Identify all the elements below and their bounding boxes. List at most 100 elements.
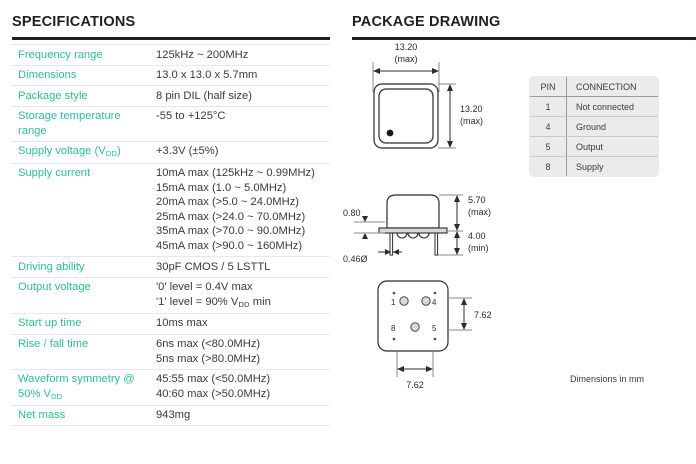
- spec-row-value: 30pF CMOS / 5 LSTTL: [150, 256, 330, 278]
- top-view-width-qualifier: (max): [395, 54, 418, 64]
- pin-table-row: 8 Supply: [530, 156, 658, 176]
- spec-value-line: 40:60 max (>50.0MHz): [156, 387, 271, 400]
- side-view-seat-height: 0.80: [343, 208, 361, 218]
- side-view-lead-diameter: 0.46Ø: [343, 254, 368, 264]
- package-drawing-svg: 13.20 (max) 13.20 (max): [343, 42, 492, 390]
- spec-row-label: Supply voltage (VDD): [12, 140, 150, 164]
- specifications-rule: [12, 37, 330, 40]
- spec-row-label: Net mass: [12, 404, 150, 427]
- bottom-view-horizontal-pitch: 7.62: [406, 380, 424, 390]
- bottom-view-vertical-pitch: 7.62: [474, 310, 492, 320]
- pin1-marker-dot: [386, 129, 394, 137]
- spec-value-line: 5ns max (>80.0MHz): [156, 352, 261, 365]
- spec-value-line: 10mA max (125kHz ~ 0.99MHz): [156, 167, 315, 180]
- spec-row-label: Driving ability: [12, 256, 150, 278]
- spec-row-value: +3.3V (±5%): [150, 140, 330, 164]
- pin-table-cell-connection: Output: [566, 136, 658, 157]
- bottom-view-pin-4: 4: [432, 298, 437, 307]
- spec-row: Driving ability 30pF CMOS / 5 LSTTL: [12, 256, 330, 278]
- spec-value-line: '1' level = 90% VDD min: [156, 295, 271, 309]
- spec-row-label: Storage temperature range: [12, 105, 150, 142]
- spec-row-label: Rise / fall time: [12, 333, 150, 370]
- pin-table-cell-pin: 4: [530, 116, 567, 137]
- spec-row: Net mass 943mg: [12, 404, 330, 427]
- spec-value-line: +3.3V (±5%): [156, 145, 219, 158]
- spec-value-line: 45:55 max (<50.0MHz): [156, 373, 271, 386]
- specifications-heading: SPECIFICATIONS: [12, 14, 136, 30]
- package-drawing-figures: 13.20 (max) 13.20 (max): [340, 0, 696, 464]
- pin-table-cell-pin: 1: [530, 96, 567, 117]
- package-drawing-heading: PACKAGE DRAWING: [352, 14, 501, 30]
- spec-row: Package style 8 pin DIL (half size): [12, 85, 330, 107]
- spec-row-value: 125kHz ~ 200MHz: [150, 44, 330, 66]
- spec-value-line: 25mA max (>24.0 ~ 70.0MHz): [156, 210, 306, 223]
- spec-row-label: Waveform symmetry @ 50% VDD: [12, 368, 150, 406]
- spec-row: Start up time 10ms max: [12, 312, 330, 335]
- bottom-view-drawing: 1 4 8 5 7.62 7.6: [377, 280, 492, 390]
- bottom-view-pin-1: 1: [391, 298, 396, 307]
- pin-table-cell-connection: Not connected: [566, 96, 658, 117]
- side-view-body-height: 5.70: [468, 195, 486, 205]
- spec-row-label: Frequency range: [12, 44, 150, 66]
- spec-row: Output voltage'0' level = 0.4V max'1' le…: [12, 276, 330, 314]
- pin-table-cell-connection: Supply: [576, 161, 604, 172]
- spec-row: Rise / fall time 6ns max (<80.0MHz) 5ns ma…: [12, 333, 330, 370]
- spec-value-line: '0' level = 0.4V max: [156, 281, 253, 294]
- bottom-view-pin-8: 8: [391, 324, 396, 333]
- side-view-drawing: 0.80 0.46Ø 5.: [343, 194, 491, 264]
- pin-table-header-connection: CONNECTION: [566, 77, 658, 97]
- spec-value-line: 943mg: [156, 409, 191, 422]
- side-view-body-qualifier: (max): [468, 207, 491, 217]
- bottom-view-pin-5: 5: [432, 324, 437, 333]
- spec-row-value: 8 pin DIL (half size): [150, 85, 330, 107]
- spec-row-label: Supply current: [12, 162, 150, 258]
- spec-value-line: -55 to +125°C: [156, 110, 226, 123]
- spec-value-line: 20mA max (>5.0 ~ 24.0MHz): [156, 196, 300, 209]
- top-view-height-qualifier: (max): [460, 116, 483, 126]
- spec-value-line: 10ms max: [156, 317, 208, 330]
- spec-value-line: 35mA max (>70.0 ~ 90.0MHz): [156, 225, 306, 238]
- package-drawing-section: PACKAGE DRAWING 13.20 (max): [340, 0, 696, 464]
- spec-row-value: 943mg: [150, 404, 330, 427]
- spec-row-label: Package style: [12, 85, 150, 107]
- spec-value-line: 45mA max (>90.0 ~ 160MHz): [156, 240, 303, 253]
- spec-row-label: Output voltage: [12, 276, 150, 314]
- pin-table-cell-pin: 5: [530, 136, 567, 157]
- pin-table-cell-pin: 8: [530, 156, 567, 176]
- specifications-section: SPECIFICATIONS Frequency range 125kHz ~ 2…: [0, 0, 340, 464]
- pin-table-header-pin: PIN: [530, 77, 567, 97]
- spec-value-line: 125kHz ~ 200MHz: [156, 48, 249, 61]
- spec-row-value: '0' level = 0.4V max'1' level = 90% VDD …: [150, 276, 330, 314]
- spec-value-line: 6ns max (<80.0MHz): [156, 338, 261, 350]
- spec-row: Frequency range 125kHz ~ 200MHz: [12, 44, 330, 66]
- side-view-standoff-qualifier: (min): [468, 243, 489, 253]
- spec-row-label: Start up time: [12, 312, 150, 335]
- top-view-height-value: 13.20: [460, 104, 483, 114]
- spec-row: Supply voltage (VDD) +3.3V (±5%): [12, 140, 330, 164]
- spec-value-line: 8 pin DIL (half size): [156, 89, 252, 102]
- top-view-drawing: 13.20 (max) 13.20 (max): [372, 42, 483, 149]
- spec-row-value: 10mA max (125kHz ~ 0.99MHz)15mA max (1.0…: [150, 162, 330, 258]
- spec-value-line: 15mA max (1.0 ~ 5.0MHz): [156, 181, 287, 194]
- spec-row-value: -55 to +125°C: [150, 105, 330, 142]
- spec-value-line: 30pF CMOS / 5 LSTTL: [156, 260, 271, 273]
- spec-row-value: 45:55 max (<50.0MHz)40:60 max (>50.0MHz): [150, 368, 330, 406]
- spec-row: Storage temperature range -55 to +125°C: [12, 105, 330, 142]
- pin-table-cell-connection: Ground: [566, 116, 658, 137]
- spec-row-value: 13.0 x 13.0 x 5.7mm: [150, 64, 330, 87]
- spec-value-line: 13.0 x 13.0 x 5.7mm: [156, 69, 258, 82]
- package-drawing-rule: [352, 37, 696, 40]
- dimensions-note: Dimensions in mm: [570, 374, 645, 384]
- top-view-width-value: 13.20: [395, 42, 418, 52]
- spec-row-value: 10ms max: [150, 312, 330, 335]
